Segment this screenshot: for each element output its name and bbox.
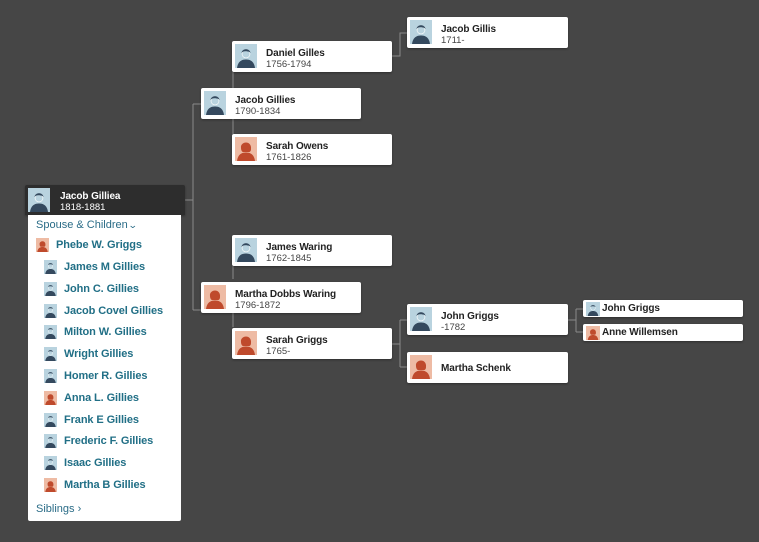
child-row[interactable]: John C. Gillies [44, 281, 139, 296]
male-silhouette-icon [235, 44, 257, 68]
male-silhouette-icon [44, 412, 57, 427]
child-name: Frederic F. Gillies [64, 435, 154, 448]
person-name: Martha Dobbs Waring [235, 289, 337, 300]
child-row[interactable]: Milton W. Gillies [44, 325, 147, 340]
person-dates: 1761-1826 [266, 152, 312, 163]
female-silhouette-icon [235, 137, 257, 161]
siblings-label: Siblings [36, 503, 75, 515]
spouse-row[interactable]: Phebe W. Griggs [36, 238, 142, 252]
person-name: Daniel Gilles [266, 48, 325, 59]
person-card-jacob-gillies-father[interactable]: Jacob Gillies 1790-1834 [201, 88, 361, 119]
male-silhouette-icon [44, 303, 57, 318]
person-card-john-griggs-elder[interactable]: John Griggs [583, 300, 743, 317]
person-dates: 1796-1872 [235, 300, 281, 311]
child-row[interactable]: Homer R. Gillies [44, 369, 147, 383]
male-silhouette-icon [235, 238, 257, 262]
male-silhouette-icon [44, 456, 57, 471]
child-name: Anna L. Gillies [64, 391, 139, 404]
child-row[interactable]: Martha B Gillies [44, 478, 146, 492]
male-silhouette-icon [44, 347, 57, 362]
person-name: Anne Willemsen [602, 327, 678, 338]
person-name: Sarah Griggs [266, 335, 328, 346]
focus-person-card[interactable]: Jacob Gilliea 1818-1881 [25, 185, 185, 215]
chevron-down-icon: ⌄ [127, 220, 138, 230]
person-card-jacob-gillis[interactable]: Jacob Gillis 1711- [407, 17, 568, 48]
male-silhouette-icon [204, 91, 226, 115]
person-dates: 1756-1794 [266, 59, 312, 70]
person-name: John Griggs [441, 311, 499, 322]
child-row[interactable]: Frank E Gillies [44, 412, 139, 427]
person-card-sarah-owens[interactable]: Sarah Owens 1761-1826 [232, 134, 392, 165]
child-name: John C. Gillies [64, 282, 139, 295]
person-card-john-griggs[interactable]: John Griggs -1782 [407, 304, 568, 335]
person-dates: 1790-1834 [235, 106, 281, 117]
person-name: John Griggs [602, 303, 660, 314]
child-name: James M Gillies [64, 261, 146, 273]
person-card-sarah-griggs[interactable]: Sarah Griggs 1765- [232, 328, 392, 359]
female-silhouette-icon [36, 238, 49, 252]
child-row[interactable]: Frederic F. Gillies [44, 434, 154, 449]
spouse-children-toggle[interactable]: Spouse & Children⌄ [36, 219, 138, 231]
male-silhouette-icon [28, 188, 50, 212]
female-silhouette-icon [235, 331, 257, 355]
spouse-children-label: Spouse & Children [36, 219, 128, 231]
child-row[interactable]: Jacob Covel Gillies [44, 303, 163, 318]
person-name: Jacob Gillis [441, 24, 496, 35]
person-name: Sarah Owens [266, 141, 329, 152]
siblings-link[interactable]: Siblings › [36, 503, 81, 515]
female-silhouette-icon [410, 355, 432, 379]
person-dates: 1762-1845 [266, 253, 312, 264]
child-name: Isaac Gillies [64, 457, 127, 470]
female-silhouette-icon [44, 478, 57, 492]
chevron-right-icon: › [77, 503, 82, 515]
male-silhouette-icon [44, 369, 57, 383]
person-card-james-waring[interactable]: James Waring 1762-1845 [232, 235, 392, 266]
male-silhouette-icon [410, 307, 432, 331]
child-row[interactable]: Wright Gillies [44, 347, 134, 362]
person-card-martha-dobbs-waring[interactable]: Martha Dobbs Waring 1796-1872 [201, 282, 361, 313]
family-panel: Spouse & Children⌄ Phebe W. Griggs James… [28, 215, 181, 521]
person-dates: -1782 [441, 322, 466, 333]
person-card-anne-willemsen[interactable]: Anne Willemsen [583, 324, 743, 341]
child-row[interactable]: James M Gillies [44, 260, 145, 274]
female-silhouette-icon [44, 390, 57, 405]
person-dates: 1711- [441, 35, 465, 46]
male-silhouette-icon [44, 434, 57, 449]
male-silhouette-icon [44, 325, 57, 340]
person-name: Martha Schenk [441, 363, 511, 374]
child-name: Martha B Gillies [64, 479, 146, 491]
male-silhouette-icon [410, 20, 432, 44]
child-name: Jacob Covel Gillies [64, 304, 163, 317]
child-name: Homer R. Gillies [64, 370, 148, 382]
child-row[interactable]: Isaac Gillies [44, 456, 127, 471]
child-name: Milton W. Gillies [64, 326, 147, 339]
female-silhouette-icon [204, 285, 226, 309]
person-dates: 1765- [266, 346, 291, 357]
person-card-daniel-gilles[interactable]: Daniel Gilles 1756-1794 [232, 41, 392, 72]
child-name: Wright Gillies [64, 348, 134, 361]
person-name: Jacob Gillies [235, 95, 296, 106]
focus-person-dates: 1818-1881 [60, 202, 106, 213]
child-row[interactable]: Anna L. Gillies [44, 390, 139, 405]
female-silhouette-icon [586, 326, 600, 340]
child-name: Frank E Gillies [64, 413, 139, 426]
male-silhouette-icon [586, 302, 600, 316]
focus-person-name: Jacob Gilliea [60, 191, 121, 202]
person-card-martha-schenk[interactable]: Martha Schenk [407, 352, 568, 383]
person-name: James Waring [266, 242, 333, 253]
spouse-name: Phebe W. Griggs [56, 239, 142, 251]
male-silhouette-icon [44, 260, 57, 274]
male-silhouette-icon [44, 281, 57, 296]
